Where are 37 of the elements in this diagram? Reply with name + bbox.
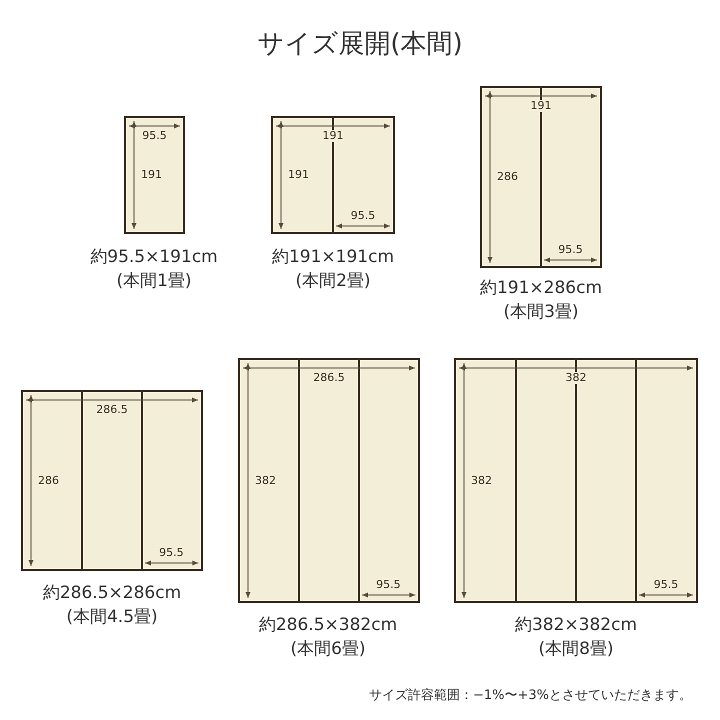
dimension-label: 191 [530,100,552,112]
dimension-label: 286 [496,171,519,183]
tatami-count: (本間8畳) [538,639,614,659]
dimension-label: 191 [140,169,163,181]
dimension-label: 382 [254,474,277,486]
dimension-label: 286.5 [312,372,346,384]
size-caption: 約286.5×286cm [42,583,182,603]
dimension-label: 95.5 [557,244,584,256]
tatami-mat [238,358,420,603]
title: サイズ展開(本間) [256,28,464,60]
dimension-label: 95.5 [375,579,402,591]
size-caption: 約286.5×382cm [258,615,398,635]
dimension-label: 95.5 [350,210,376,222]
tatami-mat [480,86,602,268]
tatami-count: (本間3畳) [503,302,579,322]
tatami-mat [124,116,185,234]
size-caption: 約382×382cm [514,615,638,635]
size-caption: 約191×286cm [480,278,602,298]
tatami-count: (本間2畳) [295,271,371,291]
tatami-mat [271,116,395,234]
note: サイズ許容範囲：−1%〜+3%とさせていただきます。 [368,688,692,704]
dimension-label: 95.5 [141,130,168,142]
tatami-mat [454,358,698,603]
dimension-label: 286 [37,474,60,486]
size-caption: 約191×191cm [272,247,394,267]
dimension-label: 191 [287,169,310,181]
size-caption: 約95.5×191cm [90,247,218,267]
tatami-mat [21,390,203,571]
dimension-label: 191 [322,130,344,142]
dimension-label: 382 [564,372,588,384]
dimension-label: 286.5 [95,404,129,416]
tatami-count: (本間6畳) [290,639,366,659]
dimension-label: 382 [470,474,493,486]
dimension-label: 95.5 [652,579,680,591]
tatami-count: (本間1畳) [116,271,192,291]
dimension-label: 95.5 [158,547,185,559]
tatami-count: (本間4.5畳) [66,607,158,627]
